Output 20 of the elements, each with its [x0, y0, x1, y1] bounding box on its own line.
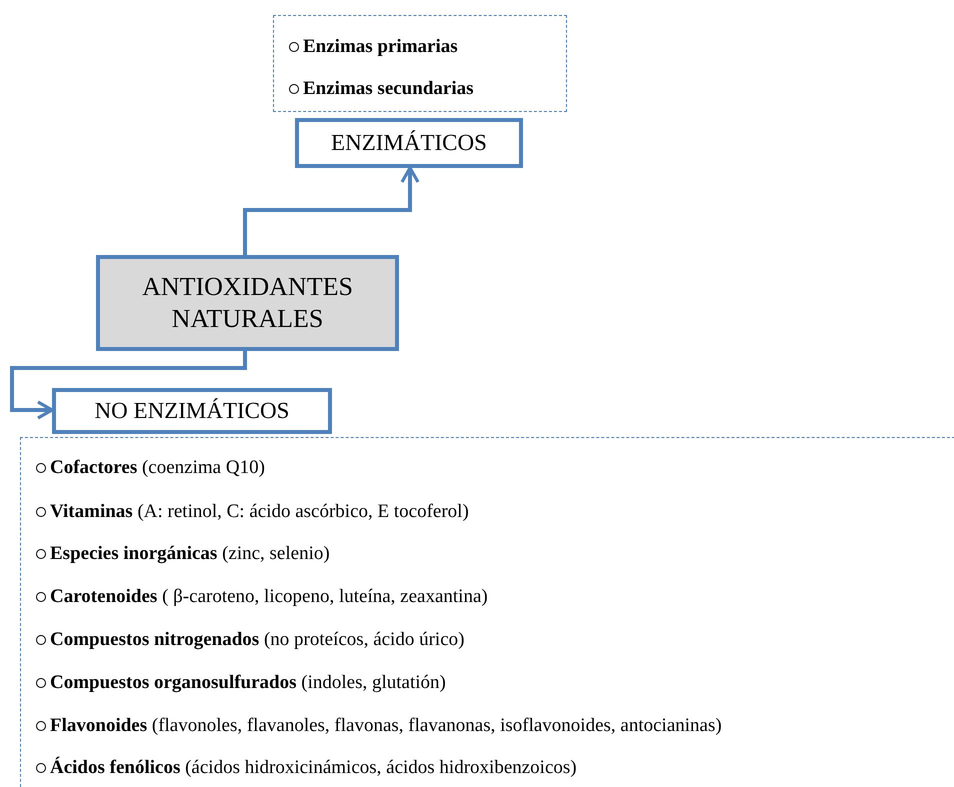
list-item: Flavonoides (flavonoles, flavanoles, flavonas, flavanonas, isoflavonoides, antocianinas) — [50, 715, 722, 737]
node-label: NO ENZIMÁTICOS — [94, 396, 290, 425]
list-item: Compuestos organosulfurados (indoles, glutatión) — [50, 672, 446, 694]
category-box — [52, 388, 332, 434]
list-item: Compuestos nitrogenados (no proteícos, ácido úrico) — [50, 629, 464, 651]
list-item: Enzimas primarias — [303, 36, 458, 58]
list-item: Ácidos fenólicos (ácidos hidroxicinámicos, ácidos hidroxibenzoicos) — [50, 757, 577, 779]
arrow — [10, 351, 247, 420]
arrow — [243, 166, 420, 255]
list-item: Cofactores (coenzima Q10) — [50, 457, 265, 479]
list-item: Enzimas secundarias — [303, 78, 474, 100]
root-box — [96, 255, 399, 351]
node-label: ENZIMÁTICOS — [330, 128, 488, 157]
list-item: Carotenoides ( β-caroteno, licopeno, luteína, zeaxantina) — [50, 586, 488, 608]
dashed-list-box — [273, 15, 567, 112]
category-box — [295, 118, 523, 168]
list-item: Especies inorgánicas (zinc, selenio) — [50, 543, 330, 565]
dashed-list-box — [20, 437, 954, 787]
list-item: Vitaminas (A: retinol, C: ácido ascórbico, E tocoferol) — [50, 501, 469, 523]
node-label: ANTIOXIDANTES NATURALES — [141, 270, 354, 335]
